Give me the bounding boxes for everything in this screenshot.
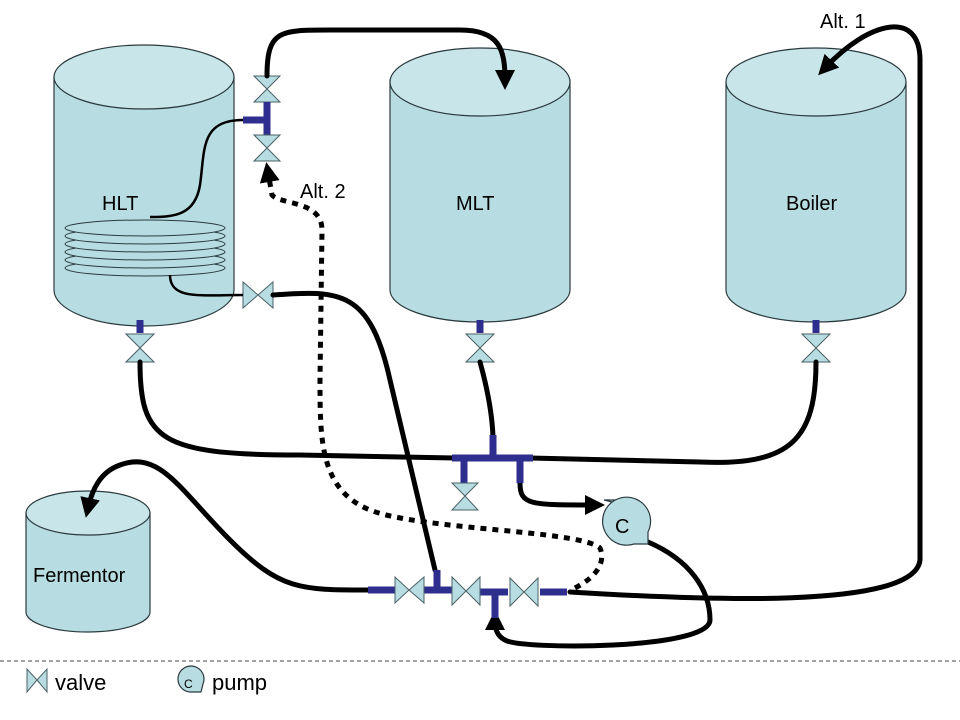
hose-hlt-to-mlt	[264, 27, 515, 90]
hose-pump-to-manifold	[485, 539, 713, 649]
fermentor-label: Fermentor	[33, 565, 126, 587]
hose-hlt-to-tee	[137, 359, 458, 461]
legend-valve-label: valve	[55, 670, 106, 695]
middle-tee-fitting	[452, 435, 533, 483]
hose-boiler-to-tee	[527, 359, 819, 465]
boiler-label: Boiler	[786, 193, 837, 215]
legend-pump-icon: C	[177, 665, 205, 693]
mlt-tank: MLT	[389, 47, 571, 323]
hlt-tank: HLT	[53, 44, 235, 327]
hose-alt2-recirculation	[259, 162, 605, 591]
hose-coil-inlet	[149, 118, 244, 219]
manifold-valve-3[interactable]	[509, 576, 539, 608]
hlt-coil-outlet-valve[interactable]	[242, 280, 274, 310]
manifold-valve-2[interactable]	[451, 575, 481, 607]
manifold-valve-1[interactable]	[394, 575, 425, 605]
hlt-outlet-valve[interactable]	[124, 333, 156, 363]
alt1-label: Alt. 1	[820, 11, 866, 33]
drain-valve[interactable]	[450, 482, 480, 511]
hose-manifold-to-fermentor	[80, 459, 371, 593]
mlt-label: MLT	[456, 193, 495, 215]
legend-valve-icon	[26, 667, 48, 694]
boiler-outlet-valve[interactable]	[800, 333, 832, 363]
legend-pump-label: pump	[212, 670, 267, 695]
hose-tee-to-pump	[517, 480, 605, 515]
hose-alt1-to-boiler	[567, 24, 923, 602]
heating-coil	[64, 219, 226, 277]
hlt-label: HLT	[102, 193, 138, 215]
hlt-lower-valve[interactable]	[252, 134, 282, 162]
pump[interactable]: C	[602, 496, 652, 546]
fermentor-tank: Fermentor	[25, 490, 151, 633]
pump-symbol: C	[615, 516, 629, 538]
hose-coil-outlet	[168, 274, 244, 297]
hose-mlt-to-tee	[477, 359, 496, 440]
svg-text:C: C	[184, 677, 193, 691]
boiler-tank: Boiler	[725, 47, 907, 323]
hose-coil-to-manifold	[270, 290, 438, 573]
hlt-top-valve[interactable]	[252, 75, 282, 103]
alt2-label: Alt. 2	[300, 181, 346, 203]
bottom-manifold	[368, 570, 567, 618]
mlt-outlet-valve[interactable]	[464, 333, 496, 363]
